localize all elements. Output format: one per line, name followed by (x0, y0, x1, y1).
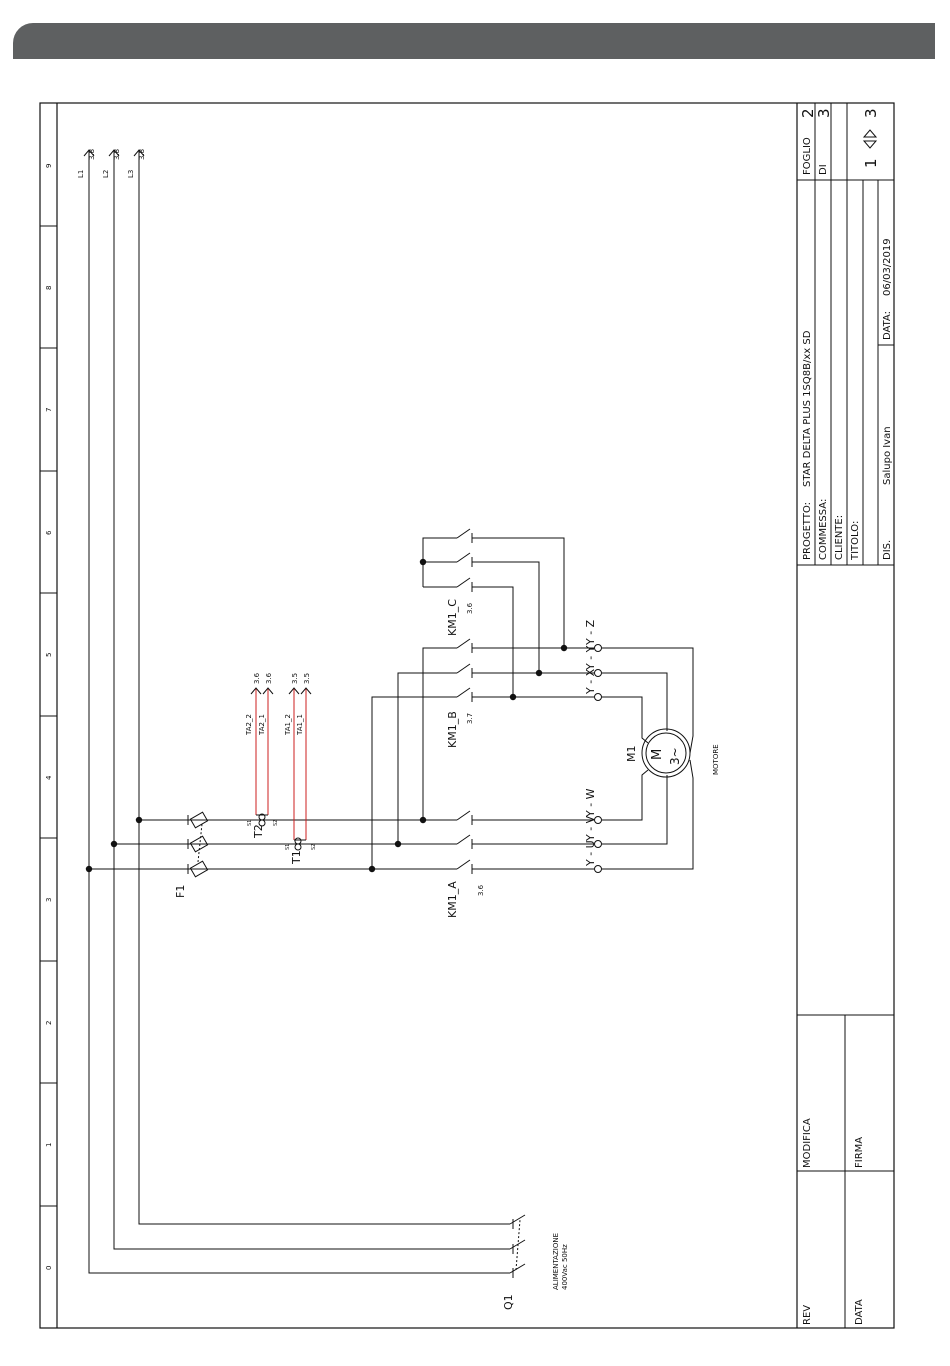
t2-s1: S1 (247, 820, 253, 826)
nav-arrows-icon (862, 129, 878, 149)
ta1-2-ref: 3.5 (291, 673, 299, 684)
grid-num: 2 (45, 1021, 53, 1025)
terminal-label-u: Y - U (584, 840, 597, 867)
feed-line2: 400Vac 50Hz (561, 1244, 569, 1290)
km1-c-label: KM1_C (446, 599, 459, 636)
ta1-2-label: TA1_2 (284, 714, 292, 736)
terminal-label-z: Y - Z (584, 619, 597, 646)
ta2-2-ref: 3.6 (253, 672, 261, 684)
nav-prev: 1 (862, 158, 880, 168)
grid-num: 5 (45, 653, 53, 657)
ta2-2-label: TA2_2 (245, 714, 253, 736)
commessa-label: COMMESSA: (818, 499, 829, 560)
modifica-label: MODIFICA (802, 1118, 813, 1168)
junctions (85, 558, 568, 873)
km1-c-ref: 3.6 (466, 602, 474, 614)
t1-label: T1 (290, 850, 303, 865)
progetto-value: STAR DELTA PLUS 1SQ8B/xx SD (802, 330, 813, 487)
grid-num: 8 (45, 286, 53, 290)
l1-ref: 3.8 (88, 149, 96, 160)
f1-label: F1 (174, 885, 187, 898)
dis-value: Salupo Ivan (882, 426, 893, 485)
ta1-1-label: TA1_1 (296, 714, 304, 736)
km1-a-contacts (456, 810, 473, 874)
line-labels: L1 L2 L3 3.8 3.8 3.8 (77, 149, 146, 178)
terminal-label-y: Y - Y (584, 645, 597, 671)
km1-a-ref: 3.6 (477, 884, 485, 896)
current-transformers (258, 813, 302, 851)
main-wires (89, 537, 594, 870)
ta1-1-ref: 3.5 (303, 673, 311, 684)
grid-num: 0 (45, 1266, 53, 1270)
firma-label: FIRMA (854, 1137, 865, 1168)
motor-label: MOTORE (712, 744, 720, 775)
terminal-label-v: Y - V (584, 815, 597, 842)
motor-phase: 3~ (668, 747, 682, 765)
terminal-label-x: Y - X (584, 668, 597, 695)
dis-label: DIS. (882, 540, 893, 560)
grid-num: 7 (45, 408, 53, 412)
km1-b-contacts (456, 638, 473, 702)
km1-c-contacts (456, 528, 473, 592)
grid-ticks (40, 225, 57, 1207)
l1-label: L1 (77, 170, 85, 178)
title-block-lines (796, 103, 894, 1328)
t1-s2: S2 (311, 844, 317, 850)
grid-num: 6 (45, 530, 53, 535)
foglio-label: FOGLIO (802, 137, 813, 175)
ta2-1-label: TA2_1 (258, 714, 266, 736)
t2-label: T2 (252, 824, 265, 839)
l2-ref: 3.8 (113, 149, 121, 160)
cliente-label: CLIENTE: (834, 515, 845, 560)
motor-tag: M1 (625, 746, 638, 763)
progetto-label: PROGETTO: (802, 502, 813, 560)
fuse-f1 (187, 811, 210, 878)
data-value: 06/03/2019 (882, 238, 893, 296)
data-label: DATA: (882, 311, 893, 340)
grid-num: 4 (45, 775, 53, 780)
rev-label: REV (802, 1305, 813, 1325)
grid-num: 9 (45, 164, 53, 168)
ct-labels: TA2_2 TA2_1 TA1_2 TA1_1 3.6 3.6 3.5 3.5 (245, 672, 311, 736)
grid-num: 1 (45, 1143, 53, 1147)
q1-switch (509, 1214, 526, 1278)
supply-lines (83, 149, 510, 1274)
l3-label: L3 (127, 170, 135, 178)
km1-b-label: KM1_B (446, 711, 459, 748)
motor-symbol: M (650, 749, 665, 760)
l3-ref: 3.8 (138, 149, 146, 160)
q1-label: Q1 (502, 1294, 515, 1310)
terminal-block (594, 644, 602, 873)
terminal-label-w: Y - W (584, 788, 597, 818)
di-value: 3 (815, 108, 833, 118)
t2-s2: S2 (273, 820, 279, 826)
title-block-text: PROGETTO: STAR DELTA PLUS 1SQ8B/xx SD CO… (802, 137, 893, 1325)
titolo-label: TITOLO: (850, 521, 861, 561)
l2-label: L2 (102, 170, 110, 178)
nav-next: 3 (862, 108, 880, 118)
motor-m1 (641, 728, 691, 778)
ta2-1-ref: 3.6 (265, 672, 273, 684)
km1-b-ref: 3.7 (466, 713, 474, 724)
foglio-value: 2 (799, 108, 817, 118)
data-rev-label: DATA (854, 1299, 865, 1325)
ct-secondary-wires (250, 687, 312, 841)
header-bar (13, 23, 935, 59)
t1-s1: S1 (285, 844, 291, 850)
feed-line1: ALIMENTAZIONE (552, 1233, 560, 1290)
km1-a-label: KM1_A (446, 881, 459, 918)
terminal-labels: Y - U Y - V Y - W Y - X Y - Y Y - Z (584, 619, 597, 867)
grid-numbers: 0 1 2 3 4 5 6 7 8 9 (45, 164, 53, 1270)
grid-num: 3 (45, 898, 53, 902)
di-label: DI (818, 164, 829, 175)
